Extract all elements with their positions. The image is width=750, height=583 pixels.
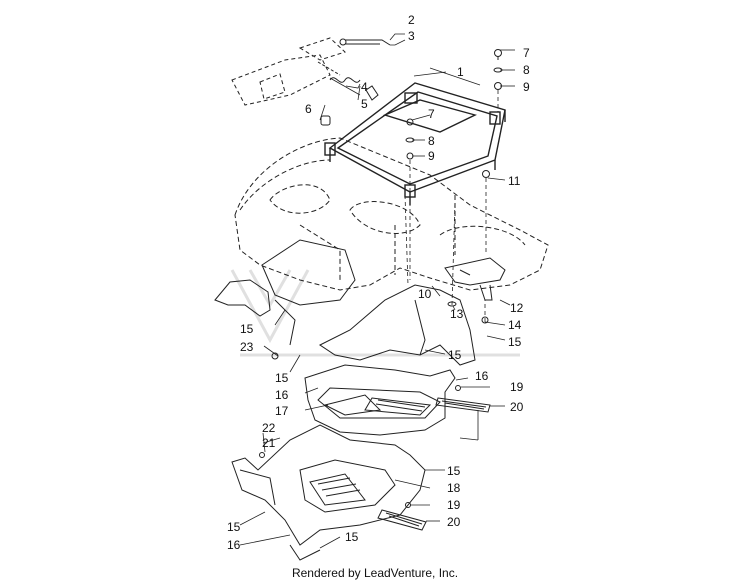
callout-13: 13 bbox=[450, 307, 464, 321]
callout-8-mid: 8 bbox=[428, 134, 435, 148]
callout-1: 1 bbox=[457, 65, 464, 79]
callout-21: 21 bbox=[262, 436, 276, 450]
callout-labels: 1 2 3 4 5 6 7 8 9 7 8 9 11 10 12 13 14 1… bbox=[227, 13, 530, 552]
callout-5: 5 bbox=[361, 97, 368, 111]
footer-credit: Rendered by LeadVenture, Inc. bbox=[291, 566, 459, 580]
callout-16-lower: 16 bbox=[227, 538, 241, 552]
upper-footwell bbox=[304, 364, 456, 436]
fender-bracket bbox=[444, 257, 506, 301]
callout-2: 2 bbox=[408, 13, 415, 27]
callout-16-left: 16 bbox=[275, 388, 289, 402]
callout-18: 18 bbox=[447, 481, 461, 495]
leader-lines bbox=[239, 33, 515, 549]
callout-8-top: 8 bbox=[523, 63, 530, 77]
latch-spring bbox=[317, 61, 379, 101]
rivet-22 bbox=[259, 452, 265, 458]
callout-20-lower: 20 bbox=[447, 515, 461, 529]
callout-9-top: 9 bbox=[523, 80, 530, 94]
callout-15-mid: 15 bbox=[275, 371, 289, 385]
bolt-7-mid bbox=[406, 118, 414, 126]
screw-19-upper bbox=[455, 385, 461, 391]
callout-9-mid: 9 bbox=[428, 149, 435, 163]
callout-6: 6 bbox=[305, 102, 312, 116]
bolt-7-top bbox=[494, 49, 502, 60]
leadventure-watermark-icon bbox=[230, 269, 520, 357]
rear-rack bbox=[324, 82, 506, 205]
footrest-lower bbox=[377, 509, 427, 531]
callout-19-lower: 19 bbox=[447, 498, 461, 512]
callout-3: 3 bbox=[408, 29, 415, 43]
callout-22: 22 bbox=[262, 421, 276, 435]
callout-7-top: 7 bbox=[523, 46, 530, 60]
callout-17: 17 bbox=[275, 404, 289, 418]
callout-12: 12 bbox=[510, 301, 524, 315]
nut-14 bbox=[481, 316, 489, 324]
assembly-lines bbox=[404, 90, 499, 322]
bushing-6 bbox=[320, 115, 331, 126]
callout-7-mid: 7 bbox=[428, 107, 435, 121]
callout-15-right: 15 bbox=[508, 335, 522, 349]
callout-11: 11 bbox=[508, 174, 521, 188]
center-fender bbox=[319, 284, 476, 366]
left-fender-panel bbox=[214, 239, 356, 346]
seat-latch-assembly bbox=[231, 37, 346, 106]
callout-15-bottom: 15 bbox=[345, 530, 359, 544]
callout-10: 10 bbox=[418, 287, 432, 301]
callout-14: 14 bbox=[508, 318, 522, 332]
callout-15-center: 15 bbox=[448, 348, 462, 362]
callout-20-upper: 20 bbox=[510, 400, 524, 414]
callout-19-upper: 19 bbox=[510, 380, 524, 394]
bolt-11 bbox=[482, 170, 490, 178]
callout-15-lower-right: 15 bbox=[447, 464, 461, 478]
callout-16-right: 16 bbox=[475, 369, 489, 383]
lower-footwell bbox=[231, 424, 426, 561]
rear-fender-body bbox=[234, 137, 549, 291]
callout-15-lower-left: 15 bbox=[227, 520, 241, 534]
callout-15-left: 15 bbox=[240, 322, 254, 336]
callout-23: 23 bbox=[240, 340, 254, 354]
latch-rod bbox=[339, 38, 391, 46]
footrest-upper bbox=[435, 397, 491, 413]
callout-4: 4 bbox=[361, 80, 368, 94]
